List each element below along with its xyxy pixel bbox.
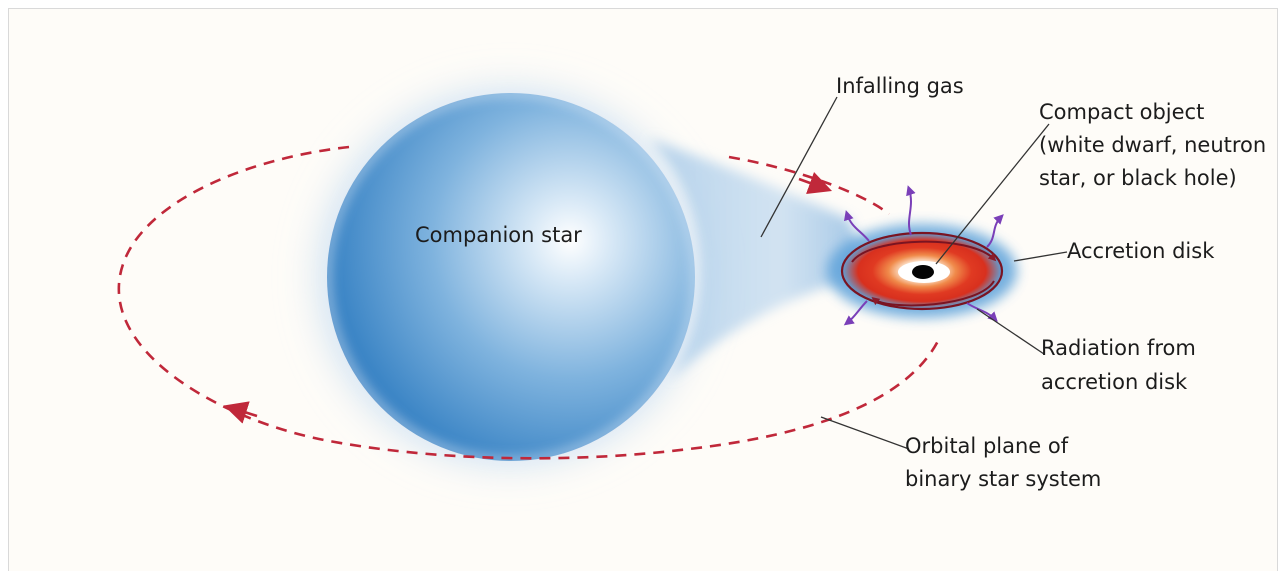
companion-star-label: Companion star <box>415 223 582 247</box>
orbit-arrow-top <box>799 179 821 187</box>
compact-object <box>912 265 934 279</box>
radiation-label-line2: accretion disk <box>1041 370 1188 394</box>
compact-object-label-line1: Compact object <box>1039 100 1204 124</box>
orbit-arrow-bottom <box>235 409 257 416</box>
accretion-disk-label: Accretion disk <box>1067 239 1215 263</box>
compact-object-label-line3: star, or black hole) <box>1039 166 1237 190</box>
diagram-frame: Companion star Infalling gas Compact obj… <box>8 8 1278 571</box>
accretion-disk <box>827 224 1017 318</box>
orbital-plane-label-line1: Orbital plane of <box>905 434 1069 458</box>
compact-object-label-line2: (white dwarf, neutron <box>1039 133 1266 157</box>
orbital-plane-label-line2: binary star system <box>905 467 1101 491</box>
infalling-gas-label: Infalling gas <box>836 74 964 98</box>
radiation-label-line1: Radiation from <box>1041 336 1196 360</box>
binary-star-diagram: Companion star Infalling gas Compact obj… <box>9 9 1278 571</box>
